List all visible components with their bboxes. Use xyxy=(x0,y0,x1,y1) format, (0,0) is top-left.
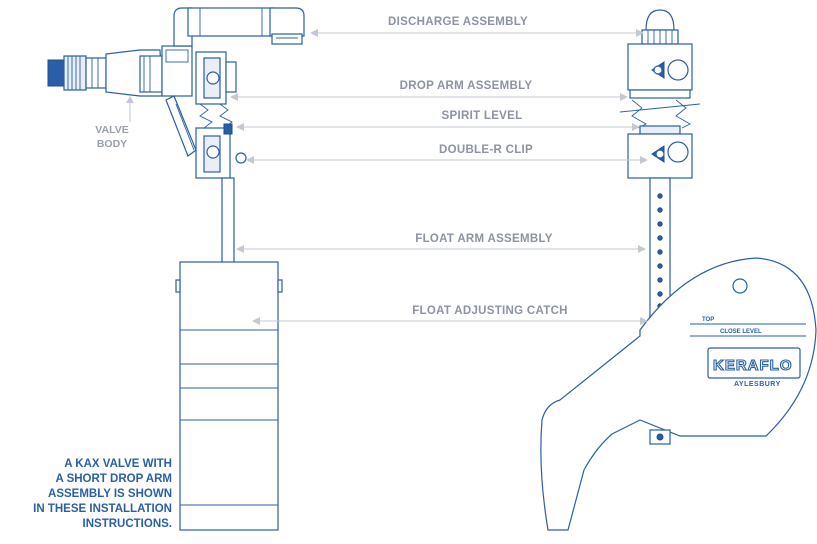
spirit-level-arrowhead-left xyxy=(236,123,244,131)
front-view-valve: TOP CLOSE LEVEL KERAFLO AYLESBURY xyxy=(540,9,817,531)
double-r-arrowhead-right xyxy=(640,156,648,164)
label-valve-body-line1: VALVE xyxy=(95,124,128,136)
float-arm-arrowhead-right xyxy=(638,245,646,253)
double-r-arrowhead-left xyxy=(246,156,254,164)
label-arrows xyxy=(230,29,648,325)
drop-arm-arrowhead-right xyxy=(620,93,628,101)
note-line-1: A KAX VALVE WITH xyxy=(64,458,172,470)
float-front: TOP CLOSE LEVEL KERAFLO AYLESBURY xyxy=(540,257,817,531)
spirit-level-arrowhead-right xyxy=(632,123,640,131)
gauge-top-label: TOP xyxy=(702,317,714,323)
label-valve-body-line2: BODY xyxy=(97,138,127,150)
discharge-arrowhead-right xyxy=(636,29,644,37)
drop-arm-front xyxy=(619,43,701,179)
label-spirit-level: SPIRIT LEVEL xyxy=(442,110,523,122)
float-arm-arrowhead-left xyxy=(236,245,244,253)
label-drop-arm-assembly: DROP ARM ASSEMBLY xyxy=(400,80,533,92)
note-line-5: INSTRUCTIONS. xyxy=(83,518,172,530)
side-view-valve xyxy=(47,7,305,531)
float-catch-arrowhead-right xyxy=(640,317,648,325)
note-line-3: ASSEMBLY IS SHOWN xyxy=(48,488,172,500)
valve-body xyxy=(105,45,197,157)
inlet-thread xyxy=(47,55,107,91)
float-side xyxy=(175,261,283,531)
installation-note: A KAX VALVE WITH A SHORT DROP ARM ASSEMB… xyxy=(33,458,172,530)
label-double-r-clip: DOUBLE-R CLIP xyxy=(439,144,533,156)
note-line-4: IN THESE INSTALLATION xyxy=(33,503,172,515)
label-float-adjusting-catch: FLOAT ADJUSTING CATCH xyxy=(412,305,568,317)
drop-arm-arrowhead-left xyxy=(230,93,238,101)
label-discharge-assembly: DISCHARGE ASSEMBLY xyxy=(388,16,528,28)
keraflo-brand-text: KERAFLO xyxy=(713,357,793,374)
valve-body-arrowhead xyxy=(126,96,134,103)
keraflo-town-text: AYLESBURY xyxy=(734,381,781,388)
gauge-close-level-label: CLOSE LEVEL xyxy=(720,329,762,335)
discharge-cap-front xyxy=(641,9,679,45)
label-float-arm-assembly: FLOAT ARM ASSEMBLY xyxy=(415,233,552,245)
discharge-arrowhead-left xyxy=(310,29,318,37)
keraflo-logo: KERAFLO AYLESBURY xyxy=(707,347,801,388)
discharge-pipe xyxy=(173,7,305,47)
float-catch-arrowhead-left xyxy=(252,317,260,325)
note-line-2: A SHORT DROP ARM xyxy=(56,473,173,485)
